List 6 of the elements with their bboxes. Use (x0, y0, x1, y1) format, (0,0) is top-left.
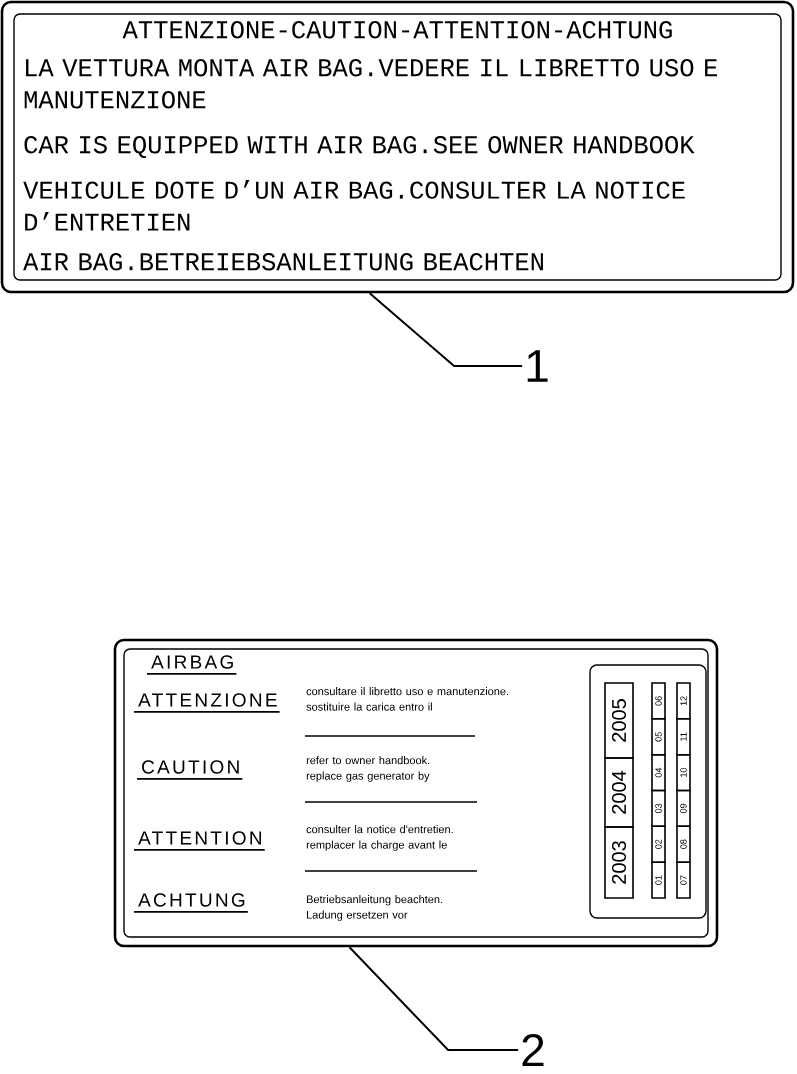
warning-label: ATTENZIONE-CAUTION-ATTENTION-ACHTUNG LA VETTURA MONTA AIR BAG.VEDERE IL LIBRETTO USO E MANUTENZIONE CAR IS EQUIPPED WITH AIR BAG.SEE OWNER HANDBOOK VEHICULE DOTE D’UN AIR BAG.CONSULTER LA NOTICE D’ENTRETIEN AIR BAG.BETREIEBSANLEITUNG BEACHTEN (0, 0, 795, 294)
leader-line (348, 946, 520, 1051)
callout-number: 1 (527, 350, 548, 382)
callout-number: 2 (522, 1033, 544, 1067)
date-panel: 2003 2004 2005 01 02 03 04 05 06 07 08 09 10 11 12 (589, 664, 707, 919)
leader-line (368, 292, 524, 367)
